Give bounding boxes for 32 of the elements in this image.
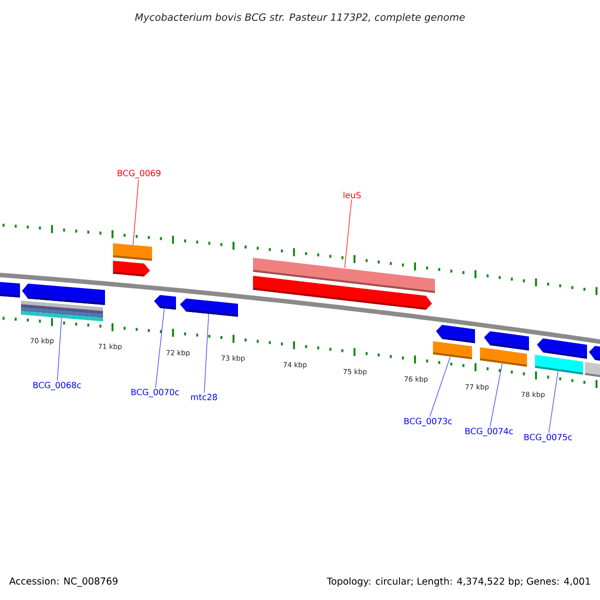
gene-label: BCG_0068c bbox=[33, 382, 81, 390]
gene-feature bbox=[484, 331, 530, 350]
leader-line bbox=[430, 356, 451, 417]
gene-feature bbox=[589, 346, 600, 362]
footer-text: Accession: NC_008769 bbox=[9, 577, 118, 587]
leader-line bbox=[490, 363, 503, 427]
gene-label: mtc28 bbox=[191, 394, 217, 400]
gene-feature bbox=[534, 354, 584, 375]
leader-line bbox=[344, 199, 352, 268]
gene-label: BCG_0069 bbox=[118, 170, 160, 178]
gene-feature bbox=[21, 300, 103, 322]
gene-feature bbox=[0, 281, 20, 298]
gene-label: BCG_0073c bbox=[404, 418, 452, 426]
leader-line bbox=[57, 318, 62, 381]
leader-line bbox=[132, 179, 139, 246]
footer-text: Topology: circular; Length: 4,374,522 bp; Genes: 4,001 bbox=[326, 577, 590, 587]
gene-feature bbox=[154, 295, 176, 310]
gene-feature bbox=[584, 362, 600, 379]
gene-feature bbox=[252, 276, 432, 310]
gene-feature bbox=[436, 324, 476, 344]
gene-feature bbox=[480, 347, 528, 367]
title: Mycobacterium bovis BCG str. Pasteur 1173P2, complete genome bbox=[135, 13, 465, 23]
gene-feature bbox=[432, 341, 472, 360]
gene-label: BCG_0074c bbox=[465, 428, 513, 436]
gene-feature bbox=[112, 243, 152, 261]
leader-line bbox=[155, 308, 165, 388]
gene-label: BCG_0075c bbox=[524, 434, 572, 442]
gene-label: leuS bbox=[344, 192, 361, 198]
gene-label: BCG_0070c bbox=[131, 388, 179, 398]
leader-line bbox=[204, 314, 209, 393]
gene-feature bbox=[180, 298, 238, 317]
gene-feature bbox=[112, 260, 150, 276]
